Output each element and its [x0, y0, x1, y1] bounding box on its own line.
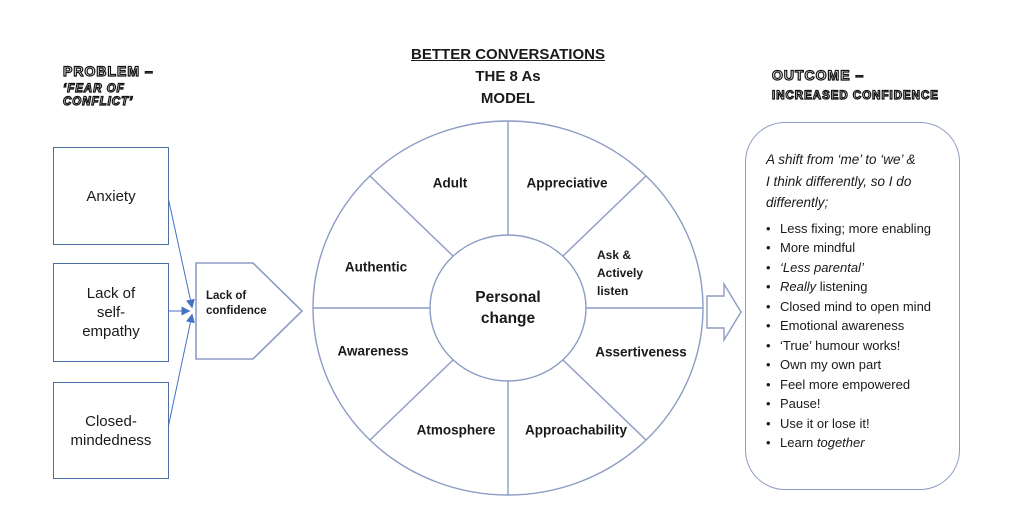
- segment-label-ask-actively-listen: Ask & Actively listen: [597, 248, 644, 298]
- segment-label-approachability: Approachability: [524, 422, 628, 438]
- list-item: • ‘True’ humour works!: [766, 336, 942, 356]
- pentagon-label: Lack of confidence: [206, 290, 267, 317]
- connector-anxiety: [167, 196, 195, 309]
- bullet-icon: •: [766, 220, 771, 236]
- bullet-text: Own my own part: [780, 357, 882, 372]
- segment-label-authentic: Authentic: [344, 259, 408, 275]
- bullet-icon: •: [766, 259, 771, 275]
- segment-label-adult: Adult: [432, 175, 468, 191]
- list-item: • Emotional awareness: [766, 316, 942, 336]
- bullet-text: ‘True’ humour works!: [780, 337, 901, 353]
- pentagon-shape: [195, 262, 304, 360]
- problem-subheading: ‘FEAR OF CONFLICT’: [62, 82, 134, 109]
- bullet-text: Emotional awareness: [780, 318, 905, 333]
- model-title-line2: THE 8 As: [475, 68, 541, 85]
- outcome-heading: OUTCOME –: [771, 66, 865, 83]
- list-item: • Use it or lose it!: [766, 414, 942, 434]
- spoke-southeast: [562, 359, 647, 441]
- list-item: • Feel more empowered: [766, 375, 942, 395]
- bullet-icon: •: [766, 396, 771, 411]
- list-item: • Own my own part: [766, 355, 942, 375]
- problem-box-closed-mindedness: Closed- mindedness: [53, 382, 169, 479]
- segment-label-appreciative: Appreciative: [526, 175, 608, 191]
- spoke-northeast: [562, 175, 647, 257]
- problem-heading: PROBLEM –: [62, 62, 154, 79]
- segment-label-atmosphere: Atmosphere: [416, 422, 496, 438]
- model-title-line1: BETTER CONVERSATIONS: [411, 46, 605, 63]
- wheel-center-label: Personal change: [475, 289, 541, 327]
- problem-box-self-empathy: Lack of self- empathy: [53, 263, 169, 362]
- bullet-text: Pause!: [780, 396, 821, 411]
- outcome-intro: A shift from ‘me’ to ‘we’ & I think diffe…: [766, 149, 943, 214]
- bullet-text: Use it or lose it!: [780, 415, 870, 431]
- bullet-icon: •: [766, 415, 771, 431]
- list-item: • Closed mind to open mind: [766, 297, 942, 317]
- list-item: • Really listening: [766, 277, 942, 297]
- outcome-bullet-list: • Less fixing; more enabling • More mindful…: [766, 219, 942, 453]
- bullet-icon: •: [766, 279, 771, 294]
- outcome-intro-line: differently;: [766, 195, 829, 210]
- bullet-icon: •: [766, 357, 771, 372]
- list-item: • ‘Less parental’: [766, 258, 942, 278]
- segment-label-assertiveness: Assertiveness: [595, 344, 687, 360]
- list-item: • More mindful: [766, 238, 942, 258]
- bullet-icon: •: [766, 376, 771, 392]
- outcome-intro-line: I think differently, so I do: [766, 173, 912, 189]
- outcome-arrow-shape: [706, 281, 742, 343]
- bullet-icon: •: [766, 435, 771, 450]
- bullet-icon: •: [766, 298, 771, 314]
- bullet-text: Closed mind to open mind: [780, 298, 932, 314]
- bullet-icon: •: [766, 337, 771, 353]
- outcome-box: A shift from ‘me’ to ‘we’ & I think diffe…: [745, 122, 960, 490]
- segment-label-awareness: Awareness: [337, 343, 409, 359]
- list-item: • Less fixing; more enabling: [766, 219, 942, 239]
- bullet-icon: •: [766, 318, 771, 333]
- bullet-text: Less fixing; more enabling: [780, 220, 932, 236]
- connector-closed-mindedness: [167, 313, 195, 429]
- list-item: • Learn together: [766, 433, 942, 453]
- bullet-text: ‘Less parental’: [780, 259, 864, 275]
- bullet-text: Really listening: [780, 279, 868, 294]
- outcome-intro-line: A shift from ‘me’ to ‘we’ &: [766, 152, 916, 167]
- model-title-line3: MODEL: [480, 90, 536, 107]
- spoke-northwest: [369, 175, 454, 257]
- bullet-text: Learn together: [780, 435, 865, 450]
- spoke-southwest: [369, 359, 454, 441]
- outcome-subheading: INCREASED CONFIDENCE: [771, 89, 939, 102]
- problem-box-anxiety: Anxiety: [53, 147, 169, 245]
- bullet-text: Feel more empowered: [780, 376, 911, 392]
- bullet-icon: •: [766, 240, 771, 255]
- bullet-text: More mindful: [780, 240, 856, 255]
- list-item: • Pause!: [766, 394, 942, 414]
